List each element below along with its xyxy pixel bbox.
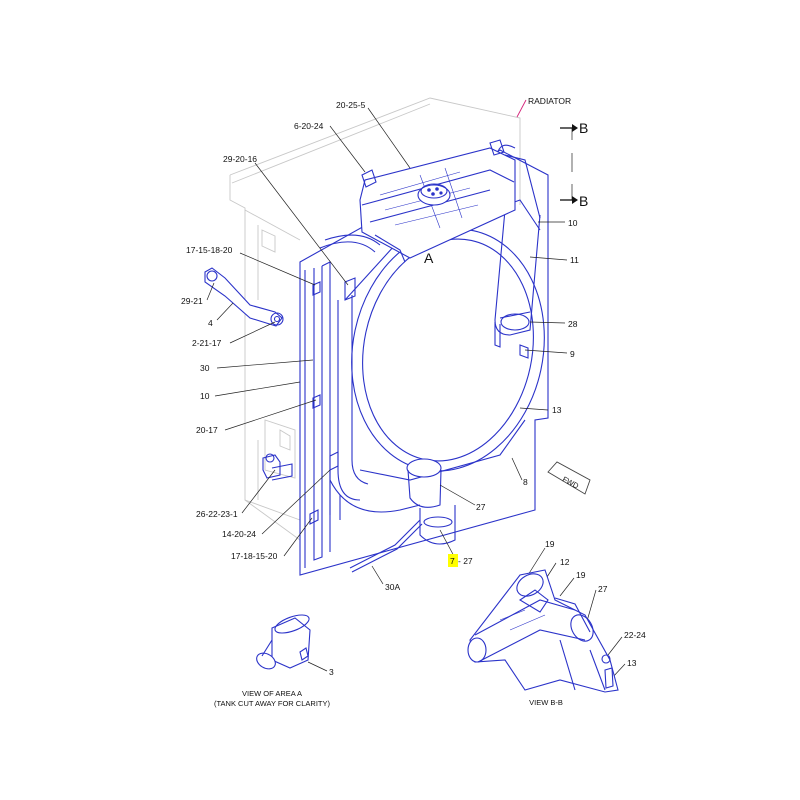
- callout-9: 9: [570, 349, 575, 359]
- radiator-assembly: [299, 144, 549, 576]
- callout-14-20-24: 14-20-24: [222, 529, 256, 539]
- captions: VIEW OF AREA A (TANK CUT AWAY FOR CLARIT…: [214, 689, 563, 708]
- radiator-leader: [516, 99, 527, 118]
- callout-17-18-15-20: 17-18-15-20: [231, 551, 278, 561]
- callout-12: 12: [560, 557, 570, 567]
- callout-20-17: 20-17: [196, 425, 218, 435]
- highlight-callout-7: [448, 554, 458, 567]
- callout-27: 27: [476, 502, 486, 512]
- callout-26-22-23-1: 26-22-23-1: [196, 509, 238, 519]
- callout-19-a: 19: [545, 539, 555, 549]
- callout-8: 8: [523, 477, 528, 487]
- callout-6-20-24: 6-20-24: [294, 121, 324, 131]
- section-b-bottom: B: [579, 193, 588, 209]
- caption-view-area-a-line2: (TANK CUT AWAY FOR CLARITY): [214, 699, 330, 708]
- callout-7: 7: [450, 556, 455, 566]
- callout-10-right: 10: [568, 218, 578, 228]
- callout-20-25-5: 20-25-5: [336, 100, 366, 110]
- caption-view-area-a-line1: VIEW OF AREA A: [242, 689, 302, 698]
- callout-13-b: 13: [627, 658, 637, 668]
- callout-11: 11: [570, 255, 579, 265]
- callout-22-24: 22-24: [624, 630, 646, 640]
- bracket-assembly: [204, 267, 293, 481]
- callout-30a: 30A: [385, 582, 400, 592]
- coolant-tank: [319, 139, 516, 263]
- caption-view-bb: VIEW B-B: [529, 698, 563, 707]
- view-letter-a: A: [424, 250, 434, 266]
- callout-2-21-17: 2-21-17: [192, 338, 222, 348]
- callout-27-c: 27: [598, 584, 608, 594]
- radiator-ghost-frame: [229, 97, 521, 541]
- detail-view-area-a: [256, 614, 311, 670]
- callout-13: 13: [552, 405, 562, 415]
- callout-28: 28: [568, 319, 578, 329]
- callout-17-15-18-20: 17-15-18-20: [186, 245, 233, 255]
- callout-10-left: 10: [200, 391, 210, 401]
- callout-29-20-16: 29-20-16: [223, 154, 257, 164]
- callout-30: 30: [200, 363, 210, 373]
- section-b-top: B: [579, 120, 588, 136]
- callout-27-b: - 27: [458, 556, 473, 566]
- callout-4: 4: [208, 318, 213, 328]
- forward-direction-arrow: FWD: [547, 461, 591, 495]
- detail-view-bb: [467, 569, 619, 693]
- section-marker-bb: B B: [560, 120, 588, 209]
- callout-3: 3: [329, 667, 334, 677]
- radiator-title: RADIATOR: [528, 96, 571, 106]
- callout-labels: 20-25-5 6-20-24 29-20-16 17-15-18-20 29-…: [181, 100, 646, 677]
- callout-29-21: 29-21: [181, 296, 203, 306]
- callout-19-b: 19: [576, 570, 586, 580]
